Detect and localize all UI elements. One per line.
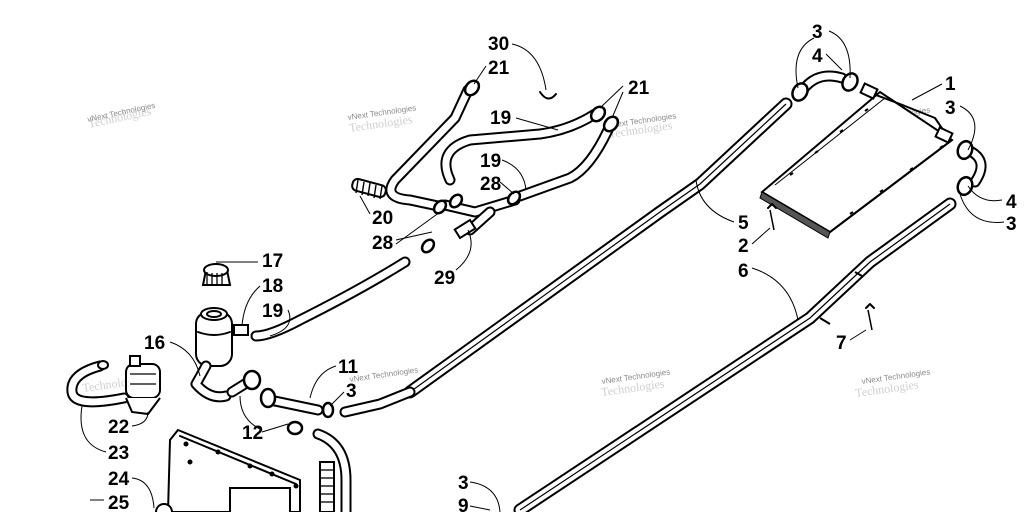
callout-25: 25 — [108, 493, 130, 512]
callout-19-mid: 19 — [480, 151, 501, 172]
callout-28-top: 28 — [480, 174, 501, 195]
callout-20: 20 — [372, 208, 393, 229]
callout-4-right: 4 — [1006, 192, 1017, 213]
callout-30: 30 — [488, 34, 509, 55]
fastener-7 — [865, 303, 875, 331]
hose-11-12 — [226, 369, 352, 512]
callout-3-mid: 3 — [346, 381, 357, 402]
coolant-reservoir — [190, 263, 249, 403]
callout-9: 9 — [458, 496, 469, 512]
callout-18: 18 — [262, 276, 283, 297]
callout-21-right: 21 — [628, 78, 650, 99]
callout-22: 22 — [108, 417, 129, 438]
coil-hose-20 — [351, 177, 387, 200]
callout-21-left: 21 — [488, 58, 510, 79]
rail-6 — [513, 197, 957, 512]
callout-5: 5 — [738, 213, 749, 234]
upper-hose-assembly — [351, 79, 620, 254]
callout-3-right: 3 — [945, 98, 956, 119]
top-right-hose — [791, 70, 859, 102]
callout-3-bottom: 3 — [458, 473, 469, 494]
callout-4-top: 4 — [812, 46, 823, 67]
watermark-1: Technologies vNext Technologies — [87, 101, 157, 131]
thermostat-assembly — [66, 355, 161, 416]
leader-lines — [80, 30, 1005, 512]
callout-1: 1 — [945, 74, 956, 95]
watermark-7: vNext Technologies — [349, 365, 419, 384]
callout-3-top: 3 — [812, 22, 823, 43]
engine-block — [155, 428, 335, 512]
callout-19-low: 19 — [262, 301, 283, 322]
rail-5 — [339, 97, 793, 418]
callout-2: 2 — [738, 236, 749, 257]
watermark-text: vNext Technologies — [349, 365, 419, 384]
callout-24: 24 — [108, 469, 130, 490]
watermark-5: Technologies vNext Technologies — [600, 367, 671, 399]
callout-7: 7 — [836, 333, 847, 354]
callout-16: 16 — [144, 333, 165, 354]
callout-12: 12 — [242, 423, 263, 444]
watermark-6: Technologies vNext Technologies — [854, 367, 931, 400]
callout-6: 6 — [738, 261, 749, 282]
callout-3-right-lower: 3 — [1006, 214, 1017, 235]
callout-11: 11 — [338, 357, 359, 378]
watermark-2: Technologies vNext Technologies — [347, 103, 417, 134]
callout-23: 23 — [108, 443, 129, 464]
callout-17: 17 — [262, 251, 283, 272]
heat-exchanger — [759, 82, 954, 239]
fastener-2 — [767, 203, 777, 231]
callout-19-top: 19 — [490, 108, 511, 129]
reservoir-hose — [250, 256, 411, 342]
callout-28-left: 28 — [372, 233, 393, 254]
callout-29: 29 — [434, 268, 455, 289]
callout-numbers: 3 4 1 3 4 3 5 2 6 7 30 21 21 19 19 28 20… — [108, 22, 1017, 512]
right-side-hose — [956, 139, 987, 197]
